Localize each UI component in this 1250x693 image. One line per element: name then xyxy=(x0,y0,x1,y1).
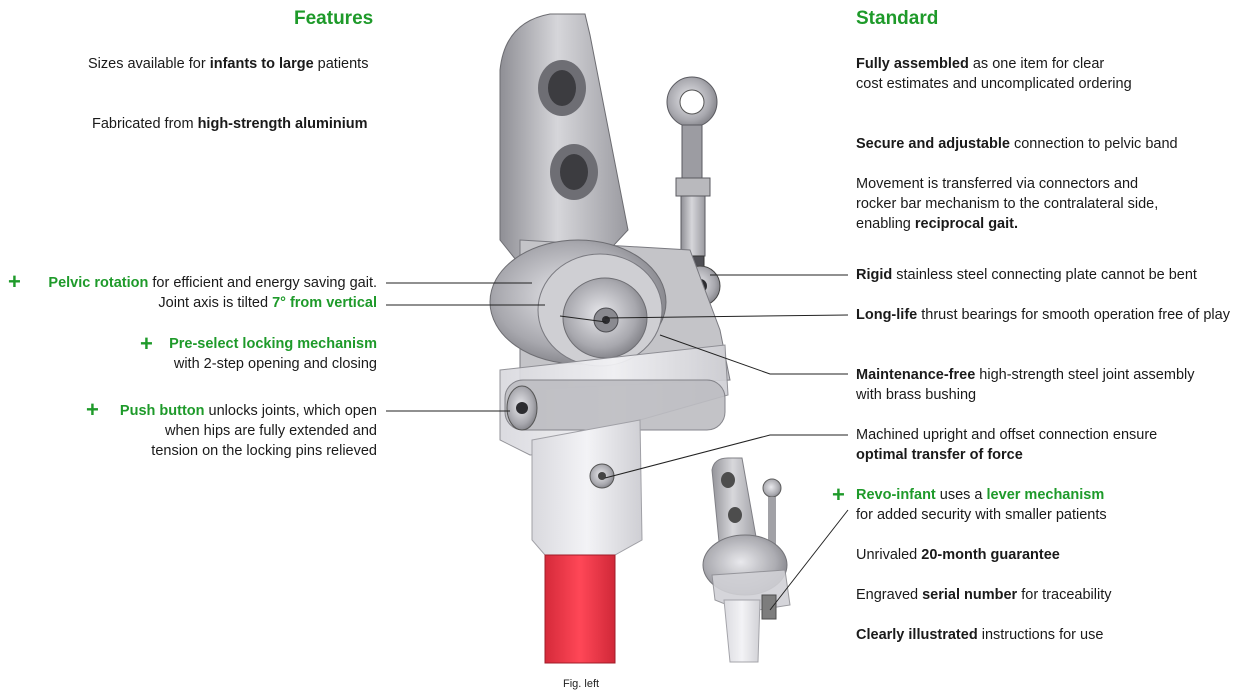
standard-assembled: Fully assembled as one item for clear co… xyxy=(856,56,1132,92)
standard-revo-infant: Revo-infant uses a lever mechanism for a… xyxy=(856,487,1107,523)
plus-icon: + xyxy=(8,269,21,294)
revo-infant-inset xyxy=(702,457,791,663)
leader-lines xyxy=(386,274,849,611)
feature-sizes: Sizes available for infants to large pat… xyxy=(88,56,369,72)
joint-housing xyxy=(499,344,729,456)
standard-thrust-bearings: Long-life thrust bearings for smooth ope… xyxy=(856,307,1230,323)
standard-movement: Movement is transferred via connectors a… xyxy=(856,176,1159,232)
standard-serial-number: Engraved serial number for traceability xyxy=(856,587,1112,603)
feature-push-button: Push button unlocks joints, which open w… xyxy=(119,403,377,459)
standard-secure-connection: Secure and adjustable connection to pelv… xyxy=(856,136,1178,152)
standard-heading: Standard xyxy=(856,8,939,29)
plus-icon: + xyxy=(86,397,99,422)
standard-machined-upright: Machined upright and offset connection e… xyxy=(856,427,1158,463)
upper-plate xyxy=(499,13,629,266)
standard-guarantee: Unrivaled 20-month guarantee xyxy=(856,547,1060,563)
figure-caption: Fig. left xyxy=(563,678,600,690)
standard-maintenance-free: Maintenance-free high-strength steel joi… xyxy=(856,367,1195,403)
feature-preselect-locking: Pre-select locking mechanism with 2-step… xyxy=(169,336,377,372)
red-upright-bar xyxy=(544,554,616,664)
joint-disc-assembly xyxy=(489,239,731,391)
standard-rigid-plate: Rigid stainless steel connecting plate c… xyxy=(856,267,1197,283)
features-heading: Features xyxy=(294,8,374,29)
standard-instructions: Clearly illustrated instructions for use xyxy=(856,627,1104,643)
feature-material: Fabricated from high-strength aluminium xyxy=(92,116,368,132)
feature-pelvic-rotation: Pelvic rotation for efficient and energy… xyxy=(48,275,377,311)
upright xyxy=(531,419,643,556)
plus-icon: + xyxy=(140,331,153,356)
plus-icon: + xyxy=(832,482,845,507)
